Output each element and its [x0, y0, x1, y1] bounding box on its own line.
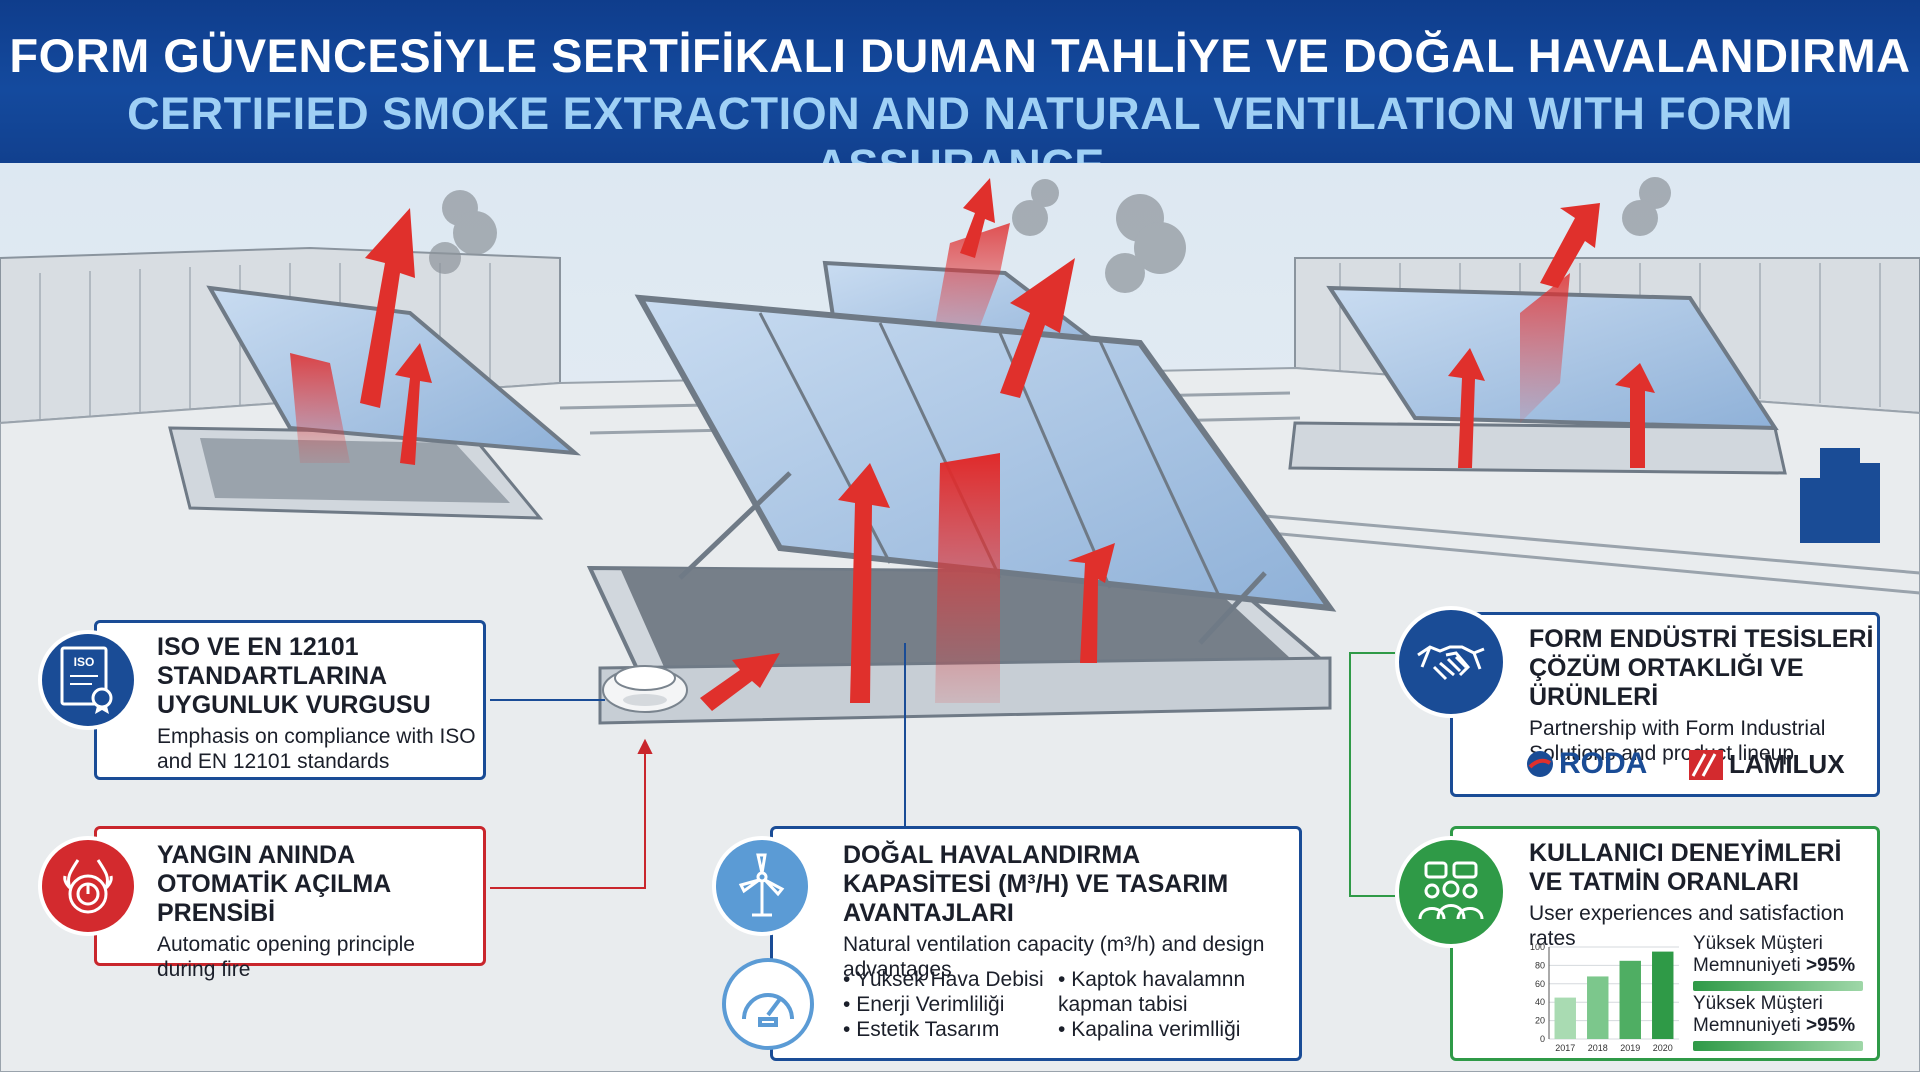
vent-bullet: Estetik Tasarım	[843, 1017, 1044, 1042]
iso-text: Emphasis on compliance with ISO and EN 1…	[157, 725, 476, 773]
vent-title: DOĞAL HAVALANDIRMA KAPASİTESİ (M³/H) VE …	[843, 841, 1229, 927]
chart-x-tick: 2019	[1620, 1043, 1640, 1053]
satisfaction-bar-chart: 0 20 40 60 80 100 2017 2018 2019 2020	[1530, 942, 1679, 1053]
wind-turbine-icon	[712, 836, 812, 936]
roda-logo: RODA	[1525, 747, 1647, 781]
sat-2-text: Yüksek Müşteri Memnuniyeti	[1693, 993, 1823, 1036]
partner-text: Partnership with Form Industrial Solutio…	[1529, 717, 1826, 765]
fire-title: YANGIN ANINDA OTOMATİK AÇILMA PRENSİBİ	[157, 841, 391, 927]
fire-text: Automatic opening principle during fire	[157, 933, 415, 981]
user-text: User experiences and satisfaction rates	[1529, 902, 1845, 950]
partner-card: FORM ENDÜSTRİ TESİSLERİ ÇÖZÜM ORTAKLIĞI …	[1450, 612, 1880, 797]
user-group-icon	[1395, 836, 1507, 948]
iso-compliance-card: ISO VE EN 12101 STANDARTLARINA UYGUNLUK …	[94, 620, 486, 780]
vent-bullet: Kaptok havalamnn kapman tabisi	[1058, 967, 1278, 1017]
chart-bar-2017	[1554, 997, 1576, 1039]
chart-bar-2019	[1619, 960, 1641, 1039]
vent-bullet: Yüksek Hava Debisi	[843, 967, 1044, 992]
lamilux-logo: LAMILUX	[1689, 749, 1845, 780]
gauge-icon	[722, 958, 814, 1050]
ventilation-capacity-card: DOĞAL HAVALANDIRMA KAPASİTESİ (M³/H) VE …	[770, 826, 1302, 1061]
title-turkish: FORM GÜVENCESİYLE SERTİFİKALI DUMAN TAHL…	[9, 29, 1911, 82]
sat-1-value: >95%	[1806, 955, 1856, 976]
chart-y-tick: 0	[1540, 1034, 1545, 1044]
certificate-icon: ISO	[38, 630, 138, 730]
satisfaction-bar-2	[1693, 1041, 1863, 1051]
chart-y-tick: 100	[1530, 942, 1545, 952]
building-icon	[1800, 448, 1880, 543]
roda-logo-text: RODA	[1559, 747, 1648, 780]
sat-1-text: Yüksek Müşteri Memnuniyeti	[1693, 933, 1823, 976]
vent-bullets-right: Kaptok havalamnn kapman tabisi Kapalina …	[1058, 967, 1278, 1042]
iso-icon-label: ISO	[74, 655, 95, 669]
skylight-main	[586, 294, 1337, 725]
smoke-detector-icon	[602, 665, 688, 713]
user-title: KULLANICI DENEYİMLERİ VE TATMİN ORANLARI	[1529, 839, 1842, 896]
chart-y-tick: 20	[1535, 1016, 1545, 1026]
iso-title: ISO VE EN 12101 STANDARTLARINA UYGUNLUK …	[157, 633, 431, 719]
satisfaction-chart: 0 20 40 60 80 100 2017 2018 2019 2020	[1525, 939, 1705, 1057]
satisfaction-label-1: Yüksek Müşteri Memnuniyeti >95%	[1693, 933, 1873, 977]
chart-x-tick: 2020	[1653, 1043, 1673, 1053]
chart-bar-2018	[1587, 976, 1609, 1039]
fire-auto-open-card: YANGIN ANINDA OTOMATİK AÇILMA PRENSİBİ A…	[94, 826, 486, 981]
handshake-icon	[1395, 606, 1507, 718]
vent-bullets-left: Yüksek Hava Debisi Enerji Verimliliği Es…	[843, 967, 1044, 1042]
header-banner: FORM GÜVENCESİYLE SERTİFİKALI DUMAN TAHL…	[0, 0, 1920, 191]
chart-bar-2020	[1652, 951, 1674, 1039]
lamilux-logo-text: LAMILUX	[1729, 749, 1845, 779]
vent-bullet: Kapalina verimlliği	[1058, 1017, 1278, 1042]
chart-y-tick: 40	[1535, 997, 1545, 1007]
skylight-back-right	[1288, 273, 1787, 475]
chart-x-tick: 2017	[1555, 1043, 1575, 1053]
chart-y-tick: 80	[1535, 960, 1545, 970]
vent-bullet: Enerji Verimliliği	[843, 992, 1044, 1017]
chart-x-tick: 2018	[1588, 1043, 1608, 1053]
roda-logo-mark-icon	[1527, 751, 1553, 777]
partner-title: FORM ENDÜSTRİ TESİSLERİ ÇÖZÜM ORTAKLIĞI …	[1529, 625, 1874, 711]
satisfaction-label-2: Yüksek Müşteri Memnuniyeti >95%	[1693, 993, 1873, 1037]
skylight-back-left	[168, 285, 582, 520]
satisfaction-bar-1	[1693, 981, 1863, 991]
lamilux-logo-mark-icon	[1689, 749, 1723, 780]
chart-y-tick: 60	[1535, 979, 1545, 989]
sat-2-value: >95%	[1806, 1015, 1856, 1036]
user-experience-card: KULLANICI DENEYİMLERİ VE TATMİN ORANLARI…	[1450, 826, 1880, 1061]
fire-alarm-icon	[38, 836, 138, 936]
